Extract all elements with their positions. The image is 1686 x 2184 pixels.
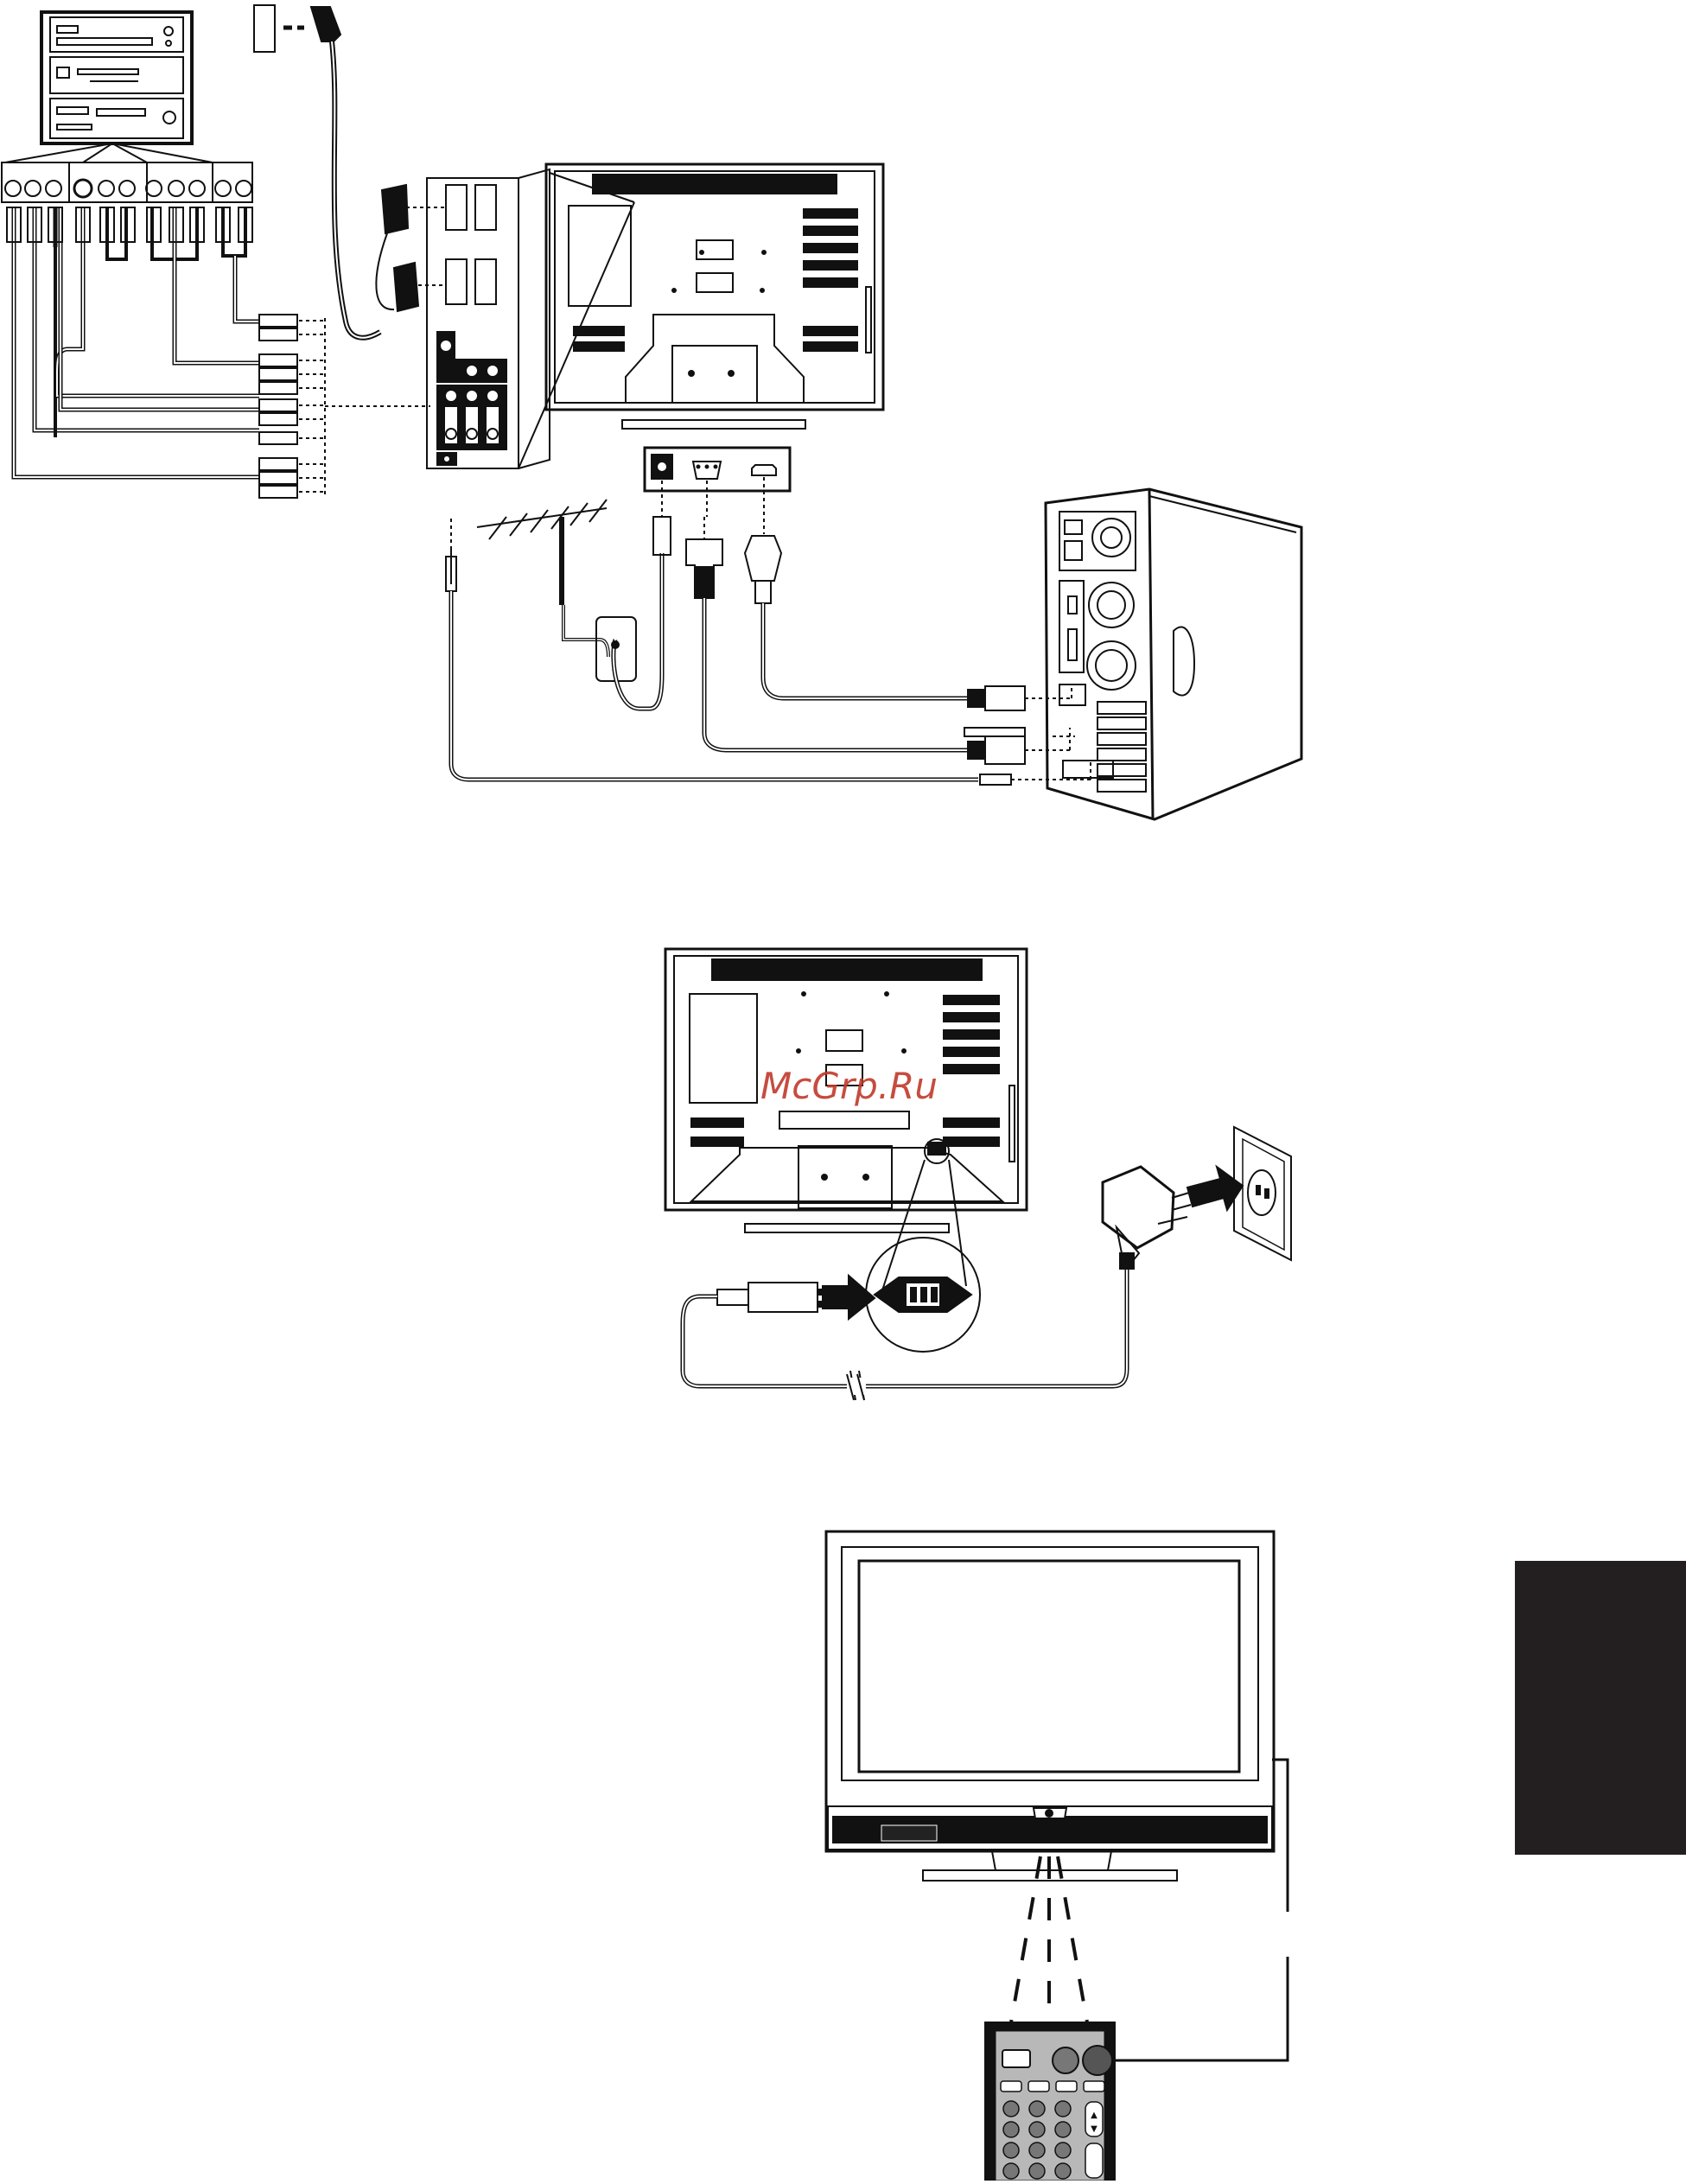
vga-plug-icon [686, 517, 968, 750]
tv-front-icon [826, 1531, 1288, 1912]
iec-connector-icon [866, 1160, 980, 1352]
mains-plug-icon [1103, 1167, 1191, 1269]
wall-socket-icon [1234, 1127, 1291, 1260]
section-tab [1515, 1561, 1686, 1855]
rca-cable-bundle [7, 207, 430, 498]
watermark: McGrp.Ru [760, 1065, 938, 1107]
pc-tower-icon [964, 489, 1301, 819]
av-equipment-stack [2, 12, 252, 202]
tv-side-connector-panel [645, 448, 790, 534]
hdmi-plug-icon [745, 536, 968, 698]
component-rca-jack-group [2, 143, 252, 202]
remote-control-icon: ▲ ▼ [985, 2022, 1115, 2181]
tv-rear-panel-icon [406, 169, 634, 468]
callout-line-icon [1097, 1957, 1288, 2060]
svg-text:▼: ▼ [1091, 2124, 1097, 2134]
scart-cable-icon [254, 5, 418, 338]
antenna-icon [477, 500, 671, 709]
svg-text:▲: ▲ [1091, 2111, 1097, 2120]
tv-rear-icon [546, 164, 883, 429]
